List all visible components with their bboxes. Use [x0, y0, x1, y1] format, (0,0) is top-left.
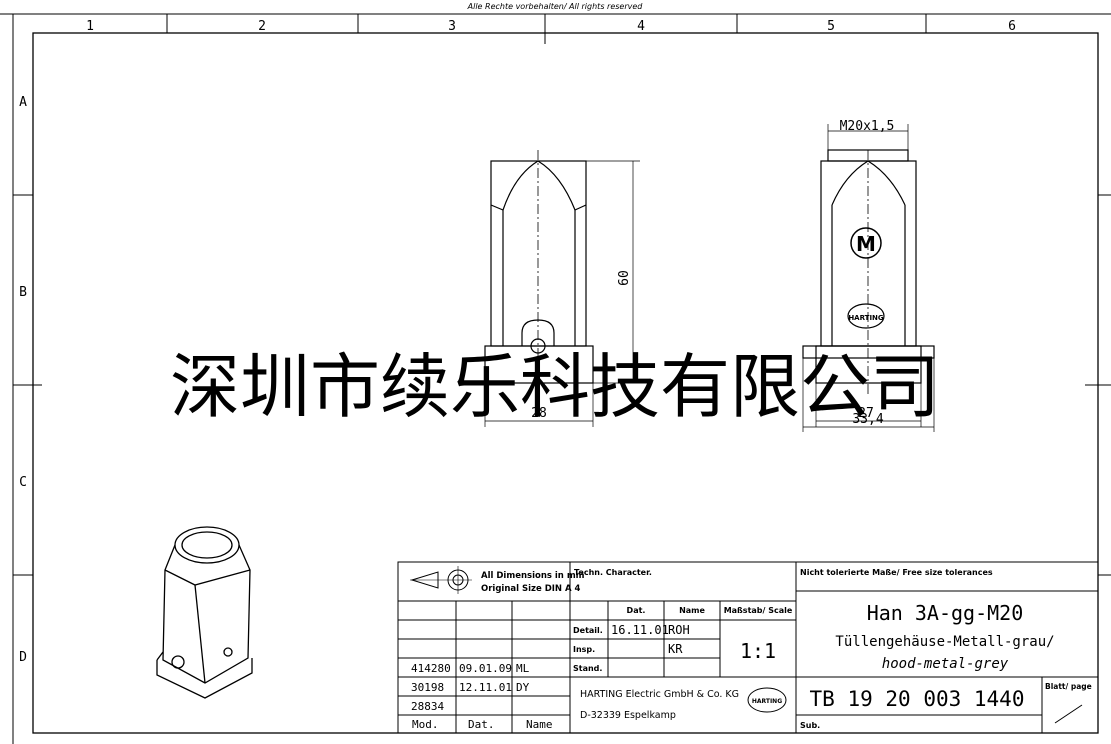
col-label-5: 5	[827, 19, 835, 34]
title-block	[397, 561, 1099, 734]
marking-m: M	[856, 232, 876, 256]
col-label-3: 3	[448, 19, 456, 34]
name-header-rev: Name	[526, 718, 553, 731]
scale-value: 1:1	[740, 639, 776, 663]
col-label-4: 4	[637, 19, 645, 34]
sheet-label: Blatt/ page	[1045, 682, 1092, 691]
watermark-text: 深圳市续乐科技有限公司	[170, 346, 940, 428]
col-label-2: 2	[258, 19, 266, 34]
sub-label: Sub.	[800, 721, 820, 730]
company-name: HARTING Electric GmbH & Co. KG	[580, 689, 739, 700]
all-dims-note: All Dimensions in mm	[481, 571, 585, 581]
harting-logo: HARTING	[752, 698, 782, 705]
rev-mod: 30198	[411, 681, 444, 694]
row-label-a: A	[19, 95, 27, 110]
scale-header: Maßstab/ Scale	[724, 606, 793, 615]
col-label-1: 1	[86, 19, 94, 34]
orig-size-note: Original Size DIN A 4	[481, 584, 581, 594]
name-header: Name	[679, 606, 705, 615]
free-tol-label: Nicht tolerierte Maße/ Free size toleran…	[800, 568, 993, 577]
row-labels: A B C D	[19, 95, 27, 665]
detail-label: Detail.	[573, 626, 603, 635]
dat-header: Dat.	[627, 606, 646, 615]
isometric-view	[156, 526, 253, 699]
row-label-d: D	[19, 650, 27, 665]
dim-height-label: 60	[617, 270, 632, 286]
desc-en: hood-metal-grey	[882, 656, 1009, 672]
detail-name: ROH	[668, 623, 690, 637]
part-number: TB 19 20 003 1440	[810, 687, 1025, 711]
company-address: D-32339 Espelkamp	[580, 710, 676, 721]
dim-width-right-outer-label: 33,4	[852, 412, 883, 427]
rev-date: 12.11.01	[459, 681, 512, 694]
rights-notice: Alle Rechte vorbehalten/ All rights rese…	[467, 2, 644, 11]
insp-label: Insp.	[573, 645, 595, 654]
stand-label: Stand.	[573, 664, 602, 673]
rev-date: 09.01.09	[459, 662, 512, 675]
mod-header: Mod.	[412, 718, 439, 731]
column-dividers	[13, 14, 1111, 576]
rev-mod: 28834	[411, 700, 444, 713]
detail-date: 16.11.01	[611, 623, 669, 637]
desc-de: Tüllengehäuse-Metall-grau/	[835, 634, 1054, 650]
revision-table: 414280 09.01.09 ML 30198 12.11.01 DY 288…	[411, 662, 553, 731]
dim-thread-label: M20x1,5	[840, 119, 895, 134]
insp-name: KR	[668, 642, 683, 656]
col-label-6: 6	[1008, 19, 1016, 34]
dim-width-left-label: 28	[531, 406, 547, 421]
rev-mod: 414280	[411, 662, 451, 675]
row-label-b: B	[19, 285, 27, 300]
rev-name: ML	[516, 662, 530, 675]
side-view-right	[802, 124, 935, 432]
techn-char-label: Techn. Character.	[574, 568, 652, 577]
part-title: Han 3A-gg-M20	[867, 601, 1024, 625]
front-view-left	[484, 150, 640, 427]
column-labels: 1 2 3 4 5 6	[86, 19, 1016, 34]
dim-width-right-inner-label: 27	[858, 406, 874, 421]
harting-logo-small: HARTING	[848, 314, 884, 322]
rev-name: DY	[516, 681, 530, 694]
row-label-c: C	[19, 475, 27, 490]
dat-header-rev: Dat.	[468, 718, 495, 731]
